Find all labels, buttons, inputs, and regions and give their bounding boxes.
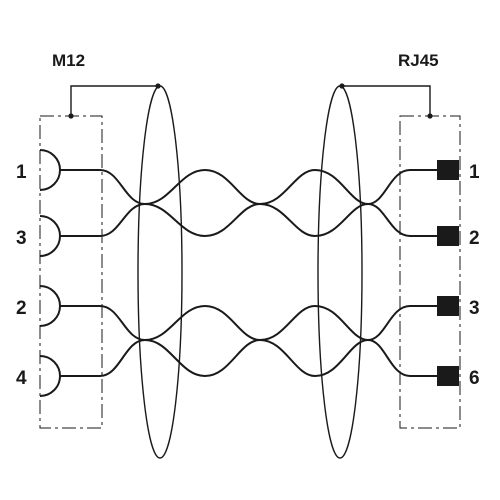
rj45-pin-label: 6 xyxy=(469,368,480,389)
twisted-pair-2 xyxy=(60,304,437,378)
m12-socket-1 xyxy=(39,149,61,191)
rj45-pin-contacts xyxy=(437,160,459,386)
m12-pin-label: 1 xyxy=(16,162,27,183)
shield-drain-left xyxy=(68,83,161,119)
shield-drain-right xyxy=(339,83,433,119)
cable-shield-right xyxy=(317,85,363,459)
m12-socket-3 xyxy=(39,215,61,257)
m12-connector-housing xyxy=(39,115,103,429)
m12-socket-4 xyxy=(39,355,61,397)
rj45-contact-2 xyxy=(437,226,459,246)
m12-pin-label: 3 xyxy=(16,228,27,249)
twisted-pair-1 xyxy=(60,168,437,238)
rj45-pin-label: 1 xyxy=(469,162,480,183)
m12-pin-label: 4 xyxy=(16,368,27,389)
rj45-contact-1 xyxy=(437,160,459,180)
rj45-connector-housing xyxy=(399,115,461,429)
rj45-contact-6 xyxy=(437,366,459,386)
cable-shield-left xyxy=(137,85,183,459)
m12-socket-2 xyxy=(39,285,61,327)
rj45-pin-label: 3 xyxy=(469,298,480,319)
rj45-pin-label: 2 xyxy=(469,228,480,249)
m12-socket-contacts xyxy=(39,149,61,397)
rj45-contact-3 xyxy=(437,296,459,316)
rj45-connector-label: RJ45 xyxy=(398,51,439,70)
m12-pin-label: 2 xyxy=(16,298,27,319)
m12-connector-label: M12 xyxy=(52,51,85,70)
